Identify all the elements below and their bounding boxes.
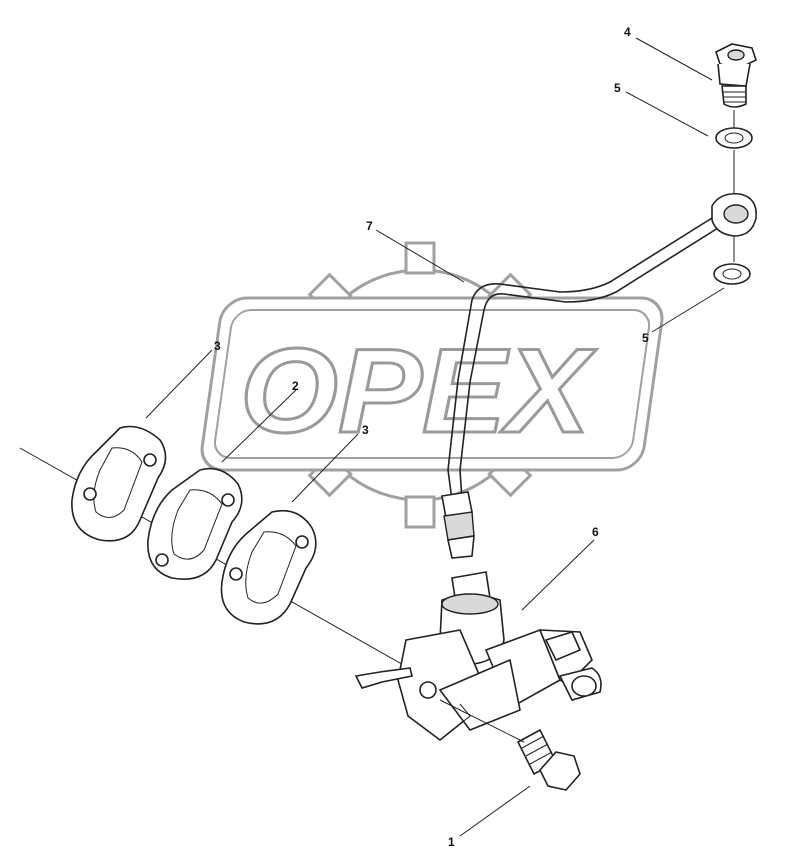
fuel-feed-pump bbox=[354, 571, 602, 742]
callout-3-right: 3 bbox=[362, 423, 369, 437]
callout-7: 7 bbox=[366, 219, 373, 233]
watermark-frame-inner bbox=[213, 309, 651, 459]
callout-2: 2 bbox=[292, 379, 299, 393]
callout-4: 4 bbox=[624, 25, 631, 39]
callout-5-bottom: 5 bbox=[642, 331, 649, 345]
gasket-middle bbox=[147, 467, 243, 580]
watermark-text: OPEX bbox=[240, 324, 597, 458]
watermark-frame-outer bbox=[200, 296, 664, 472]
gasket-left bbox=[71, 425, 167, 542]
gasket-right bbox=[220, 509, 317, 625]
mounting-bolt bbox=[439, 699, 581, 791]
callout-1: 1 bbox=[448, 835, 455, 849]
sealing-washer-bottom bbox=[713, 263, 751, 285]
callout-6: 6 bbox=[592, 525, 599, 539]
callout-labels: 1 2 3 3 4 5 5 6 7 bbox=[214, 25, 649, 849]
sealing-washer-top bbox=[715, 127, 753, 149]
leader-lines bbox=[145, 37, 725, 837]
banjo-fitting bbox=[711, 192, 757, 237]
watermark-logo: OPEX bbox=[200, 241, 664, 529]
banjo-bolt bbox=[715, 43, 757, 262]
callout-5-top: 5 bbox=[614, 81, 621, 95]
pipe-union-nut bbox=[441, 491, 475, 559]
fuel-pipe bbox=[447, 217, 719, 501]
callout-3-left: 3 bbox=[214, 339, 221, 353]
